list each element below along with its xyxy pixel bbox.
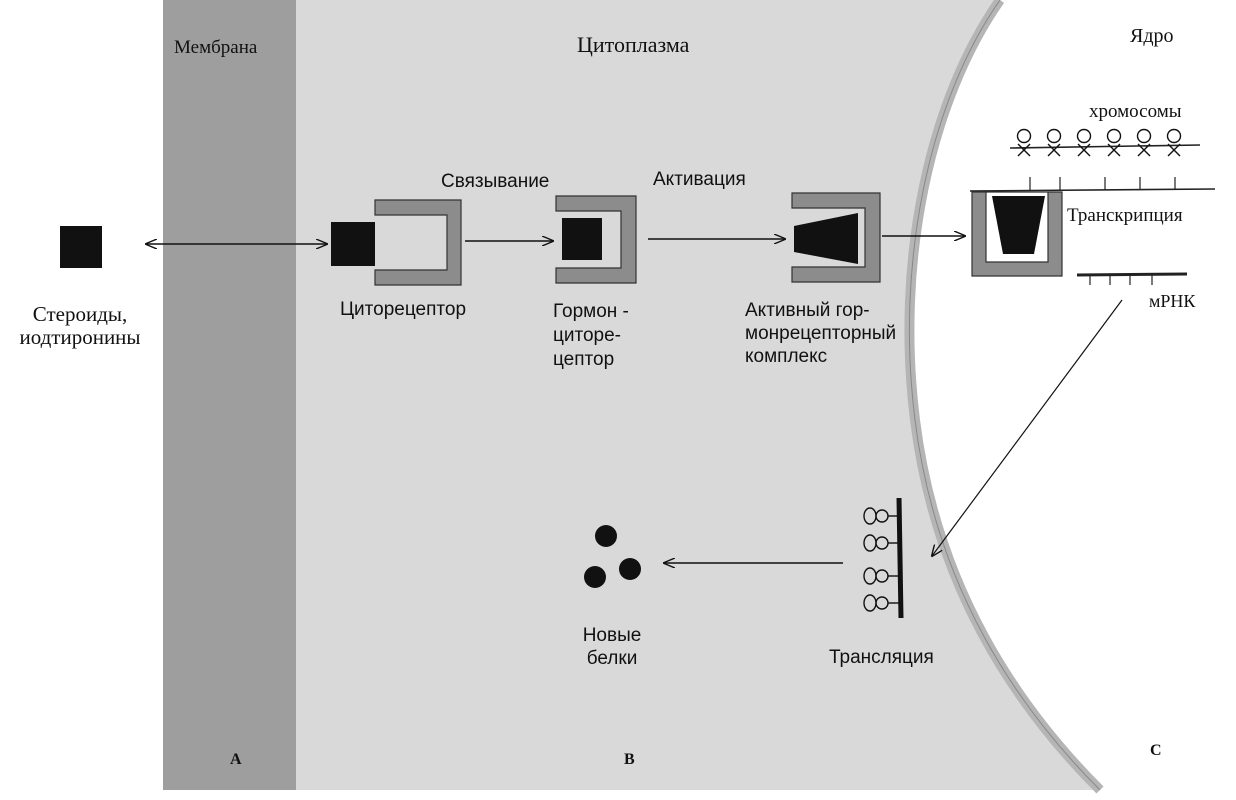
free-hormone-square [60, 226, 102, 268]
chromosome [1166, 128, 1182, 157]
ribosome [863, 507, 899, 525]
protein-dot [584, 566, 606, 588]
zone-a-label: A [230, 751, 242, 768]
mrna-label: мРНК [1149, 291, 1196, 311]
translation-label: Трансляция [829, 647, 934, 668]
transcription-label: Транскрипция [1067, 205, 1183, 226]
cytoplasm-label: Цитоплазма [577, 32, 690, 57]
chromosome [1076, 128, 1092, 157]
protein-dot [595, 525, 617, 547]
steroids-label: Стероиды, иодтиронины [19, 302, 141, 350]
chromosome [1136, 128, 1152, 157]
new-proteins-label: Новые белки [582, 625, 642, 669]
ribosome [863, 534, 899, 552]
binding-label: Связывание [441, 171, 550, 192]
activation-label: Активация [653, 169, 746, 190]
active-complex-shape [791, 192, 881, 283]
cytoreceptor-label: Циторецептор [340, 299, 467, 320]
ribosome [863, 567, 899, 585]
zone-c-label: C [1150, 742, 1162, 759]
active-hormone-shape [794, 213, 858, 264]
bound-hormone-square [562, 218, 602, 260]
nucleus-region [909, 0, 1236, 790]
chromosomes-group [1009, 128, 1201, 157]
arrow-mrna-export [932, 299, 1123, 556]
hormone-cytoreceptor-label: Гормон - циторе- цептор [553, 301, 629, 370]
protein-dot [619, 558, 641, 580]
chromosome [1016, 128, 1032, 157]
active-complex-label: Активный гор- монрецепторный комплекс [745, 300, 897, 367]
membrane-band [163, 0, 296, 790]
chromosome [1046, 128, 1062, 157]
dna-strand [969, 177, 1216, 192]
nuclear-envelope-outline [908, 0, 1101, 791]
zone-b-label: B [624, 751, 635, 768]
cytoreceptor-shape [374, 199, 462, 286]
mrna-strand [1076, 272, 1188, 285]
chromosomes-label: хромосомы [1089, 101, 1182, 122]
ribosome [863, 594, 899, 612]
hormone-receptor-shape [555, 195, 637, 284]
translation-ribosomes [863, 497, 904, 619]
membrane-label: Мембрана [174, 37, 258, 58]
nuclear-hormone-shape [992, 196, 1045, 254]
hormone-square [331, 222, 375, 266]
chromosome [1106, 128, 1122, 157]
nucleus-label: Ядро [1130, 25, 1174, 47]
nuclear-complex-shape [971, 191, 1063, 277]
